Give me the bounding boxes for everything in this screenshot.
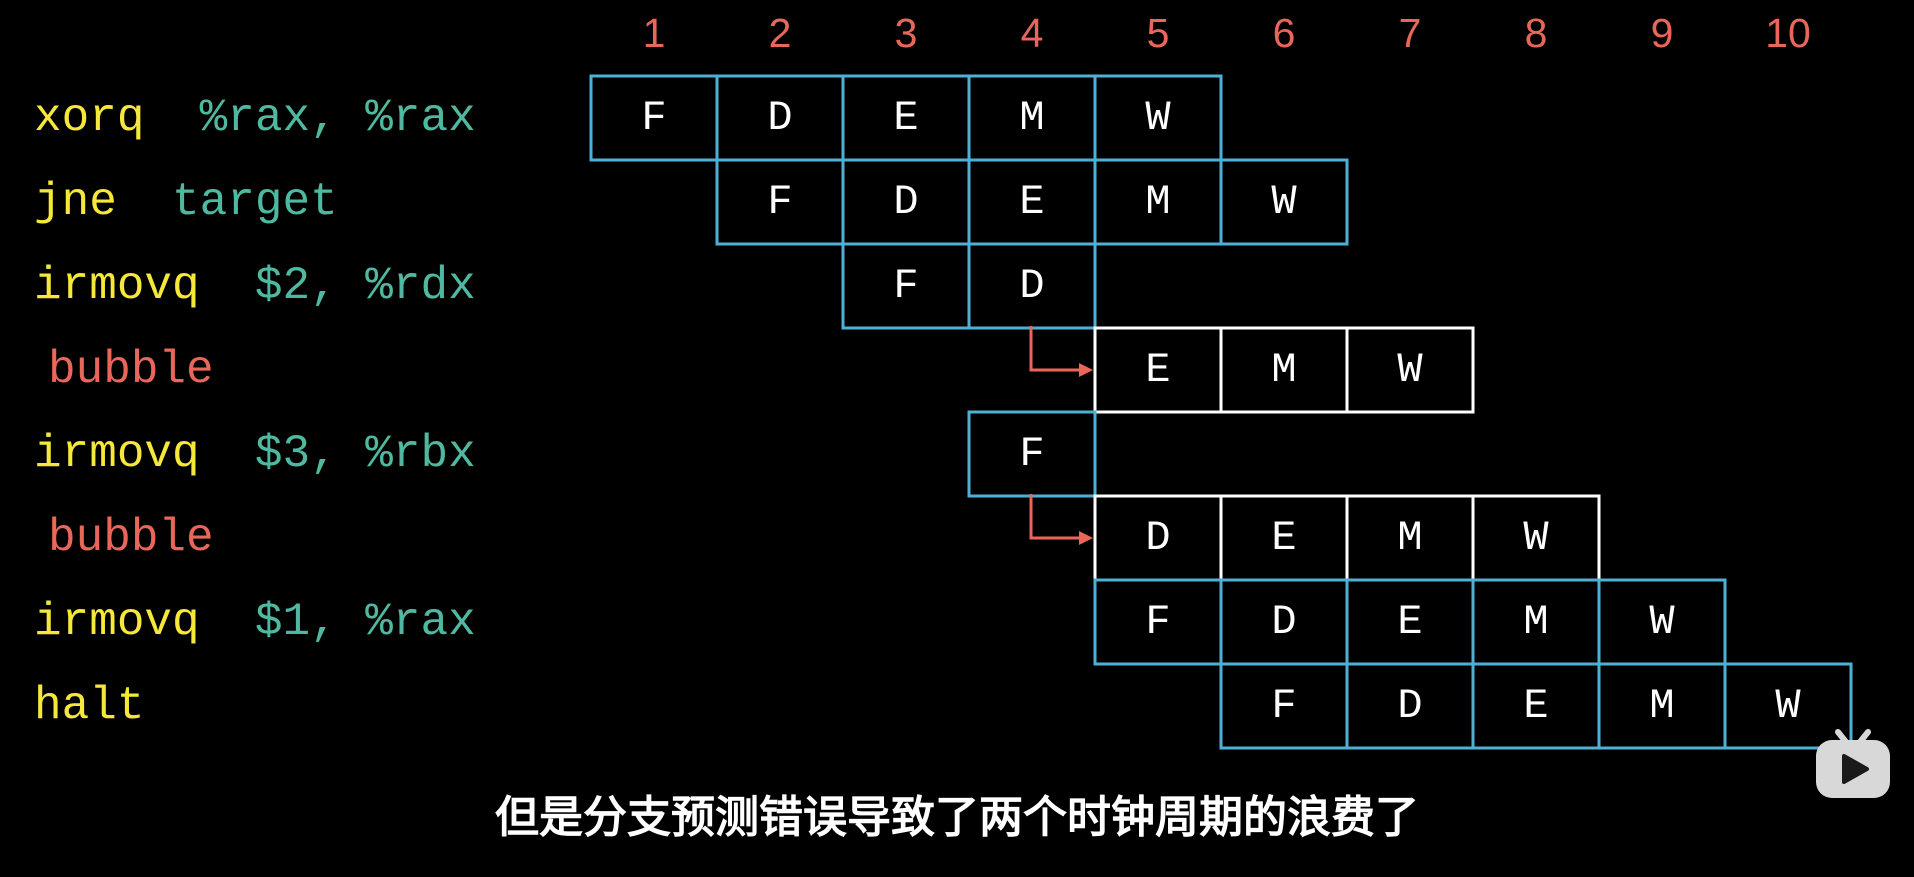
- stage-cell: D: [1145, 514, 1171, 562]
- cycle-number: 10: [1765, 10, 1811, 56]
- stage-cell: F: [641, 94, 667, 142]
- stage-cell: F: [1019, 430, 1045, 478]
- stage-cell: D: [1019, 262, 1045, 310]
- bubble-arrow-head: [1079, 531, 1093, 545]
- opcode: bubble: [48, 512, 214, 564]
- stage-cell: E: [1271, 514, 1297, 562]
- stage-cell: D: [767, 94, 793, 142]
- cycle-number: 3: [894, 10, 918, 56]
- stage-cell: M: [1019, 94, 1045, 142]
- instruction-label: irmovq $1, %rax: [34, 580, 476, 664]
- cycle-number: 7: [1398, 10, 1422, 56]
- opcode: irmovq: [34, 428, 200, 480]
- operands: $1, %rax: [254, 596, 476, 648]
- bubble-arrow: [1029, 326, 1081, 372]
- operands: $2, %rdx: [254, 260, 476, 312]
- instruction-label: irmovq $2, %rdx: [34, 244, 476, 328]
- stage-cell: M: [1649, 682, 1675, 730]
- bubble-arrow-head: [1079, 363, 1093, 377]
- opcode: irmovq: [34, 260, 200, 312]
- opcode: bubble: [48, 344, 214, 396]
- stage-cell: W: [1649, 598, 1675, 646]
- stage-cell: E: [1397, 598, 1423, 646]
- cycle-number: 6: [1272, 10, 1296, 56]
- stage-cell: M: [1271, 346, 1297, 394]
- stage-cell: D: [1397, 682, 1423, 730]
- stage-cell: W: [1271, 178, 1297, 226]
- bubble-label: bubble: [48, 496, 214, 580]
- cycle-number: 8: [1524, 10, 1548, 56]
- stage-cell: E: [1145, 346, 1171, 394]
- opcode: halt: [34, 680, 145, 732]
- bubble-arrow: [1029, 494, 1081, 540]
- operands: target: [172, 176, 338, 228]
- bilibili-tv-icon: [1816, 729, 1890, 798]
- stage-cell: F: [767, 178, 793, 226]
- instruction-label: xorq %rax, %rax: [34, 76, 476, 160]
- stage-cell: E: [1523, 682, 1549, 730]
- stage-cell: F: [893, 262, 919, 310]
- stage-cell: F: [1271, 682, 1297, 730]
- instruction-label: irmovq $3, %rbx: [34, 412, 476, 496]
- stage-cell: E: [1019, 178, 1045, 226]
- stage-cell: M: [1523, 598, 1549, 646]
- instruction-label: jne target: [34, 160, 338, 244]
- operands: $3, %rbx: [254, 428, 476, 480]
- stage-cell: W: [1397, 346, 1423, 394]
- opcode: jne: [34, 176, 117, 228]
- stage-cell: D: [893, 178, 919, 226]
- stage-cell: W: [1523, 514, 1549, 562]
- stage-cell: F: [1145, 598, 1171, 646]
- subtitle-caption: 但是分支预测错误导致了两个时钟周期的浪费了: [495, 792, 1419, 843]
- bubble-label: bubble: [48, 328, 214, 412]
- stage-cell: W: [1145, 94, 1171, 142]
- stage-cell: D: [1271, 598, 1297, 646]
- opcode: xorq: [34, 92, 145, 144]
- cycle-number: 1: [642, 10, 666, 56]
- cycle-number: 2: [768, 10, 792, 56]
- cycle-number: 5: [1146, 10, 1170, 56]
- cycle-number: 9: [1650, 10, 1674, 56]
- opcode: irmovq: [34, 596, 200, 648]
- stage-cell: E: [893, 94, 919, 142]
- instruction-label: halt: [34, 664, 144, 748]
- stage-cell: M: [1397, 514, 1423, 562]
- stage-cell: M: [1145, 178, 1171, 226]
- operands: %rax, %rax: [199, 92, 476, 144]
- cycle-number: 4: [1020, 10, 1044, 56]
